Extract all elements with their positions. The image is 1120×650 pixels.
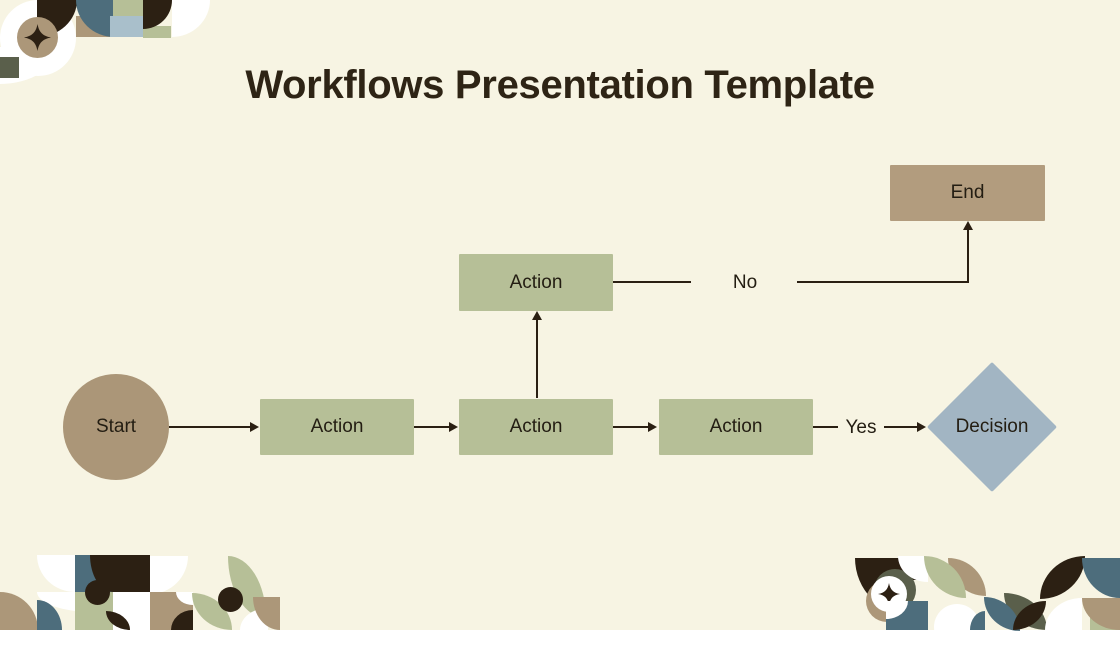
connector-action2-actionbranch: [536, 319, 538, 398]
mosaic-tile: [143, 0, 172, 29]
mosaic-tile: [970, 611, 985, 630]
mosaic-tile: [1082, 598, 1120, 630]
node-action-2: Action: [459, 399, 613, 455]
sparkle-icon: [878, 583, 900, 605]
mosaic-tile: [1082, 558, 1120, 598]
node-label: Action: [310, 416, 364, 437]
node-label: Action: [509, 416, 563, 437]
node-label: Start: [95, 416, 137, 437]
mosaic-dot: [218, 587, 243, 612]
page-title: Workflows Presentation Template: [245, 63, 875, 107]
arrowhead-right-icon: [917, 422, 926, 432]
sparkle-icon: [24, 24, 51, 51]
node-end: End: [890, 165, 1045, 221]
mosaic-tile: [171, 610, 193, 630]
connector-start-action1: [169, 426, 251, 428]
mosaic-tile: [172, 0, 210, 37]
arrowhead-right-icon: [648, 422, 657, 432]
mosaic-dot: [85, 580, 110, 605]
node-label: Action: [709, 416, 763, 437]
mosaic-tile: [113, 0, 151, 17]
node-action-branch: Action: [459, 254, 613, 311]
connector-yes-decision: [884, 426, 918, 428]
connector-action2-action3: [613, 426, 649, 428]
mosaic-tile: [110, 16, 151, 37]
mosaic-tile: [1045, 598, 1082, 630]
arrowhead-up-icon: [963, 221, 973, 230]
node-action-1: Action: [260, 399, 414, 455]
mosaic-tile: [150, 556, 188, 594]
connector-action1-action2: [414, 426, 450, 428]
connector-actionbranch-no: [613, 281, 691, 283]
node-action-3: Action: [659, 399, 813, 455]
mosaic-tile: [0, 57, 19, 78]
connector-action3-yes: [813, 426, 838, 428]
mosaic-tile: [37, 555, 75, 592]
mosaic-tile: [143, 26, 171, 38]
node-label: Decision: [955, 416, 1029, 437]
mosaic-tile: [1040, 556, 1085, 599]
node-label: Action: [509, 271, 563, 293]
arrowhead-right-icon: [250, 422, 259, 432]
edge-label-yes: Yes: [845, 417, 877, 438]
arrowhead-right-icon: [449, 422, 458, 432]
connector-no-corner: [797, 281, 969, 283]
node-label: End: [950, 182, 985, 203]
node-start: Start: [63, 374, 169, 480]
connector-corner-end: [967, 227, 969, 282]
arrowhead-up-icon: [532, 311, 542, 320]
edge-label-no: No: [732, 272, 758, 293]
slide: Workflows Presentation Template Yes No S…: [0, 0, 1120, 631]
mosaic-tile: [113, 555, 150, 592]
mosaic-tile: [0, 592, 38, 630]
